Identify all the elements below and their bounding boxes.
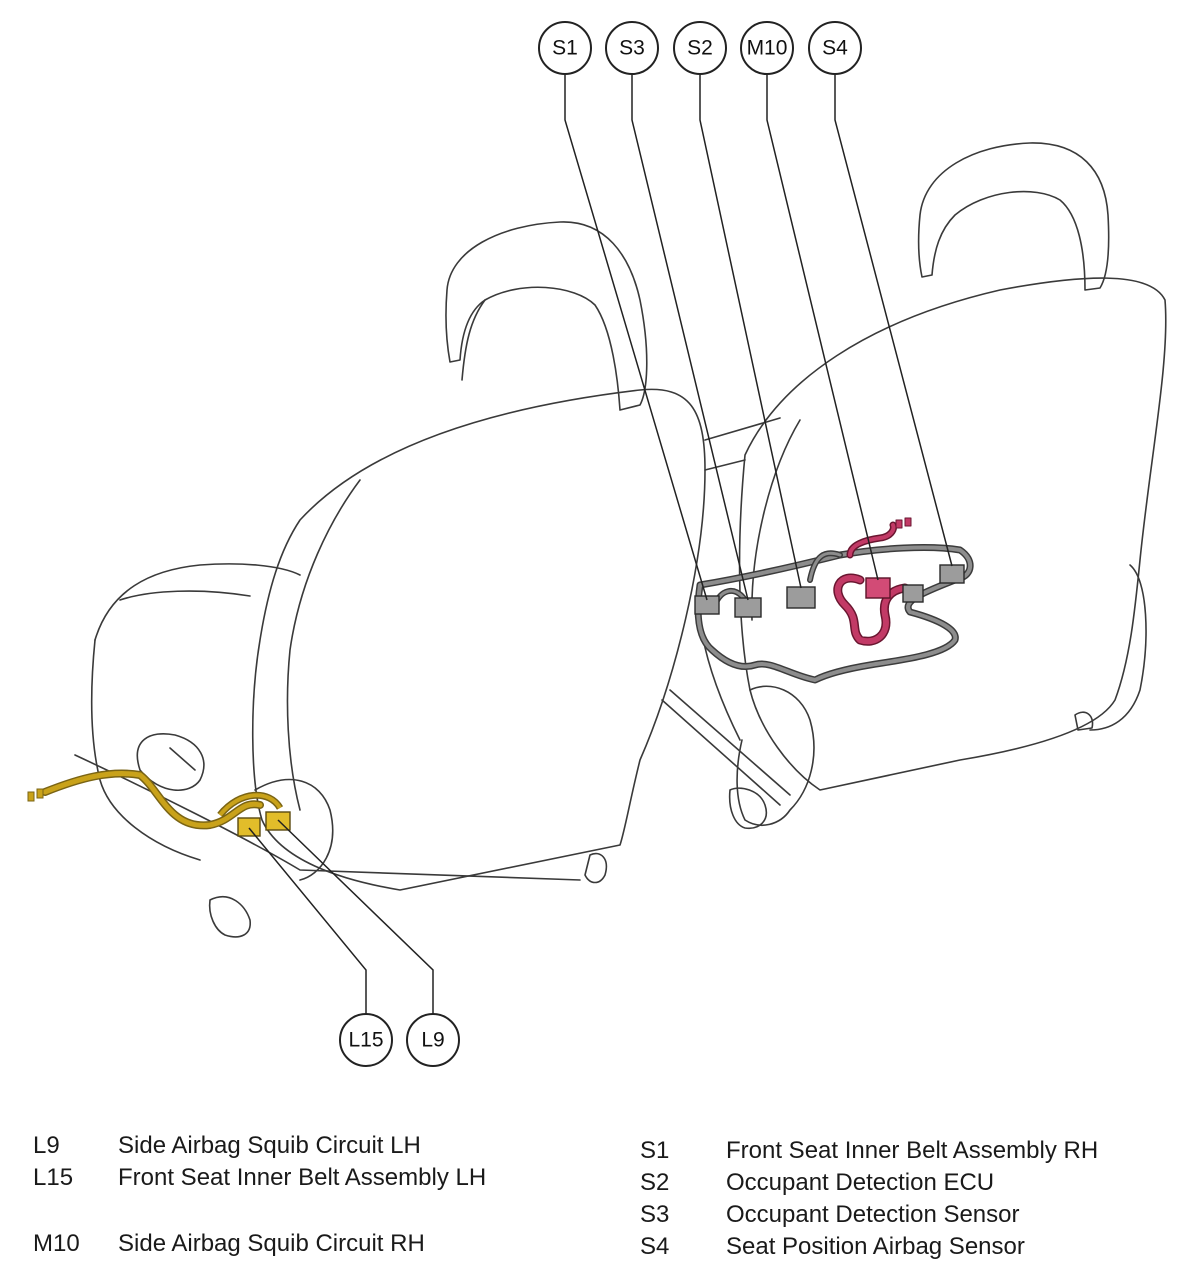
svg-text:S2: S2 [687, 37, 713, 60]
squib-harness [833, 517, 912, 646]
legend-code: L15 [33, 1164, 74, 1191]
legend-label: Side Airbag Squib Circuit RH [118, 1230, 425, 1257]
legend-label: Front Seat Inner Belt Assembly RH [726, 1137, 1099, 1164]
callout-s3: S3 [605, 21, 659, 75]
left-seat-outline [74, 221, 706, 938]
svg-text:S4: S4 [822, 37, 848, 60]
legend-code: L9 [33, 1132, 60, 1159]
legend-code: M10 [33, 1230, 80, 1257]
legend-label: Occupant Detection ECU [726, 1169, 995, 1196]
seat-wiring-diagram: S1 S3 S2 M10 S4 L15 L9 [27, 21, 1167, 1067]
connector-s2 [786, 586, 816, 609]
svg-text:M10: M10 [747, 37, 788, 60]
svg-text:L15: L15 [348, 1029, 383, 1052]
callout-l9: L9 [406, 1013, 460, 1067]
callout-s2: S2 [673, 21, 727, 75]
legend-label: Occupant Detection Sensor [726, 1201, 1020, 1228]
legend-code: S4 [640, 1233, 670, 1260]
right-seat-outline [661, 142, 1167, 830]
left-seat-harness [27, 769, 284, 830]
callout-l15: L15 [339, 1013, 393, 1067]
legend-left: L9 Side Airbag Squib Circuit LH L15 Fron… [33, 1130, 593, 1270]
leader-lines [248, 75, 953, 1015]
legend-code: S1 [640, 1137, 670, 1164]
legend-label: Front Seat Inner Belt Assembly LH [118, 1164, 487, 1191]
callout-m10: M10 [740, 21, 794, 75]
svg-text:S1: S1 [552, 37, 578, 60]
connector-s4 [939, 564, 965, 584]
legend-code: S2 [640, 1169, 670, 1196]
svg-text:L9: L9 [421, 1029, 444, 1052]
legend-label: Side Airbag Squib Circuit LH [118, 1132, 421, 1159]
connector-m10 [865, 577, 891, 599]
callout-s1: S1 [538, 21, 592, 75]
callout-s4: S4 [808, 21, 862, 75]
seat-bridge-lines [704, 417, 781, 471]
connector-s3 [734, 597, 762, 618]
connector-s1 [694, 595, 720, 615]
right-seat-harness [694, 544, 974, 684]
connector-l15 [237, 817, 261, 837]
svg-text:S3: S3 [619, 37, 645, 60]
legend-code: S3 [640, 1201, 670, 1228]
legend-right: S1 Front Seat Inner Belt Assembly RH S2 … [640, 1135, 1190, 1270]
legend-label: Seat Position Airbag Sensor [726, 1233, 1025, 1260]
connector-s4-extra [902, 584, 924, 603]
